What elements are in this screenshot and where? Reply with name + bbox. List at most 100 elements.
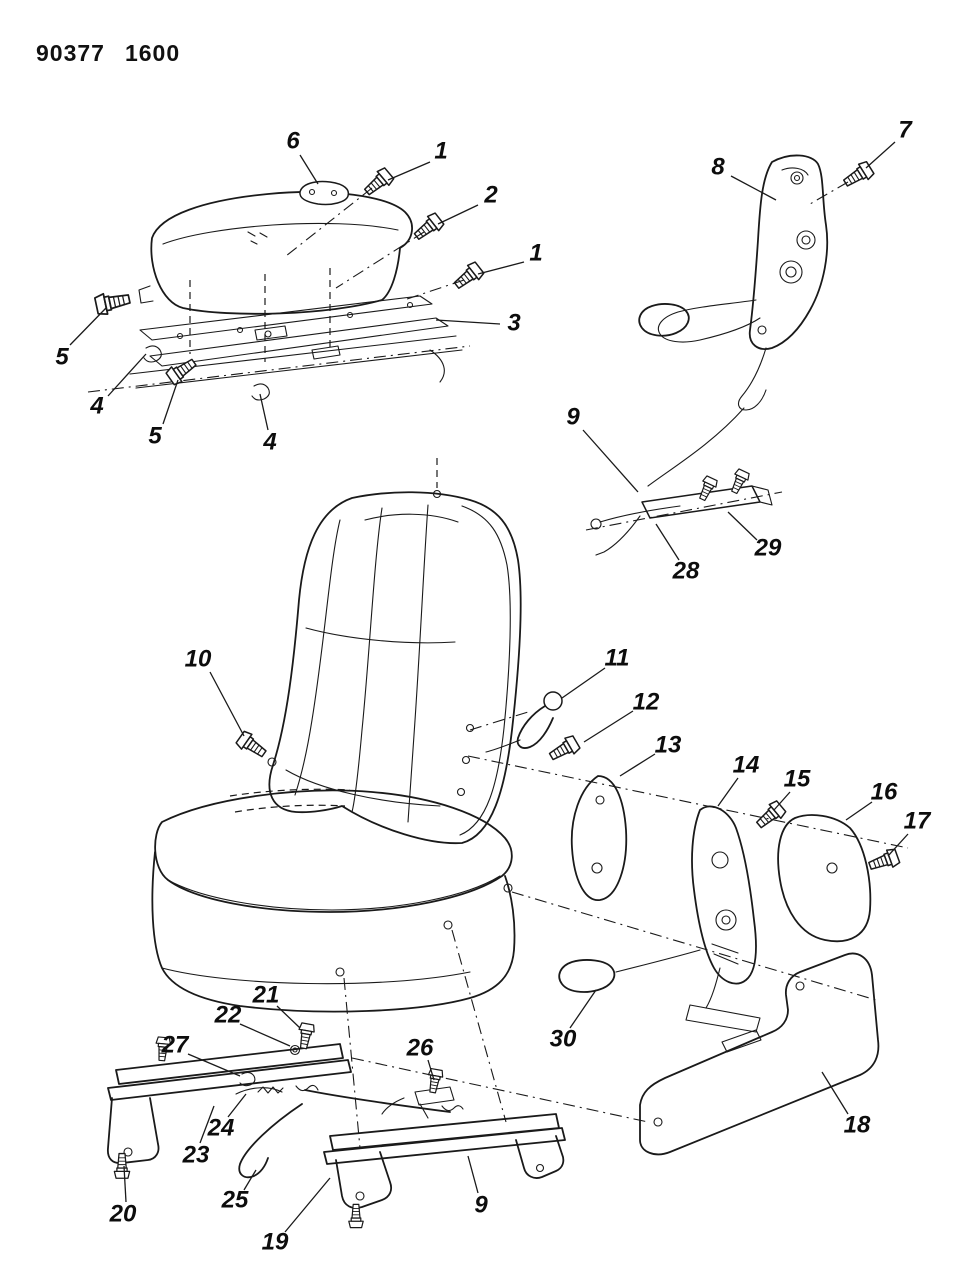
callout-18: 18 — [844, 1111, 871, 1138]
diagram-code: 90377 — [36, 40, 105, 66]
callout-leader-15 — [773, 791, 791, 811]
callout-leader-17 — [887, 833, 909, 857]
callout-leader-12 — [583, 710, 634, 743]
callout-leader-27 — [187, 1053, 241, 1077]
callout-leader-20 — [123, 1165, 127, 1203]
handle-knob — [543, 691, 563, 711]
callout-30: 30 — [550, 1025, 577, 1052]
callout-24: 24 — [207, 1114, 235, 1141]
recliner-mechanism — [638, 154, 876, 487]
callout-1: 1 — [529, 239, 542, 266]
callout-leader-10 — [209, 671, 245, 737]
callout-27: 27 — [161, 1031, 190, 1058]
callout-leader-26 — [427, 1059, 435, 1081]
callout-13: 13 — [655, 731, 682, 758]
seat-track-front — [323, 1067, 566, 1229]
screw-icon — [360, 165, 396, 200]
seat-cushion — [151, 788, 516, 1013]
clip-icon — [251, 383, 270, 401]
track-latch — [414, 1086, 455, 1106]
callout-3: 3 — [507, 309, 521, 336]
screw-icon — [752, 798, 788, 833]
alignment-centerlines — [343, 755, 909, 1149]
callout-26: 26 — [406, 1034, 434, 1061]
callout-leader-9 — [582, 429, 639, 493]
callout-leader-13 — [619, 753, 656, 777]
callout-2: 2 — [483, 181, 498, 208]
callout-19: 19 — [262, 1228, 289, 1255]
callout-20: 20 — [109, 1200, 137, 1227]
callout-leader-1 — [477, 261, 525, 275]
armrest-pad — [558, 959, 616, 993]
callout-leader-29 — [727, 511, 758, 541]
callout-15: 15 — [784, 765, 811, 792]
callout-6: 6 — [286, 127, 300, 154]
callout-leader-19 — [284, 1177, 331, 1233]
callout-1: 1 — [434, 137, 447, 164]
callout-5: 5 — [148, 422, 162, 449]
callout-leader-16 — [845, 801, 873, 821]
callout-leader-8 — [730, 175, 777, 201]
callout-9: 9 — [566, 403, 580, 430]
release-cable — [647, 407, 745, 487]
armrest-pad — [638, 303, 690, 337]
callout-7: 7 — [898, 116, 913, 143]
callout-leader-30 — [569, 989, 597, 1029]
callout-12: 12 — [633, 688, 660, 715]
callout-21: 21 — [252, 981, 280, 1008]
callout-17: 17 — [904, 807, 932, 834]
callout-4: 4 — [262, 428, 276, 455]
screw-icon — [546, 733, 582, 766]
cushion-adjuster-assembly — [87, 165, 486, 1071]
callout-leader-3 — [435, 319, 501, 325]
recliner-handle-and-shields — [485, 691, 902, 1156]
callout-28: 28 — [672, 557, 700, 584]
callout-4: 4 — [89, 392, 103, 419]
callout-leader-5 — [162, 379, 179, 425]
callout-leader-2 — [437, 204, 479, 225]
outer-shield-small — [777, 814, 872, 943]
callout-leader-21 — [276, 1005, 301, 1029]
callout-leader-5 — [69, 307, 107, 346]
seat-track-rear — [107, 1021, 352, 1179]
callout-leader-9 — [467, 1155, 479, 1194]
callout-leader-14 — [717, 777, 739, 807]
callout-leader-24 — [227, 1093, 247, 1118]
side-shield-large — [639, 952, 880, 1156]
callout-8: 8 — [711, 153, 725, 180]
callout-leader-25 — [243, 1169, 257, 1191]
callout-leader-1 — [387, 161, 431, 181]
diagram-sheet: 1600 — [124, 40, 181, 66]
screw-icon — [234, 728, 270, 762]
callout-25: 25 — [221, 1186, 249, 1213]
recliner-handle — [516, 705, 554, 749]
callout-14: 14 — [733, 751, 760, 778]
latch-rod — [599, 505, 681, 523]
track-tie-rod — [295, 1084, 464, 1113]
callout-leader-4 — [107, 353, 147, 397]
screw-icon — [113, 1152, 131, 1179]
callout-leader-11 — [561, 667, 606, 699]
adjuster-handle — [238, 1103, 303, 1179]
callout-leader-23 — [199, 1105, 215, 1144]
callout-16: 16 — [871, 778, 898, 805]
screw-icon — [93, 287, 133, 317]
screw-icon — [866, 846, 902, 876]
callout-leader-4 — [259, 393, 269, 431]
recliner-riser — [691, 805, 757, 985]
screw-icon — [450, 259, 486, 294]
latch-assembly — [585, 467, 783, 556]
seat-back — [234, 458, 529, 845]
washer — [289, 1044, 301, 1056]
callout-9: 9 — [474, 1191, 488, 1218]
inner-bracket-plate — [570, 775, 628, 901]
clip-icon — [239, 1071, 256, 1087]
callout-leader-6 — [299, 154, 319, 185]
callout-leader-7 — [865, 141, 896, 169]
callout-22: 22 — [214, 1001, 242, 1028]
callout-23: 23 — [182, 1141, 210, 1168]
screw-icon — [410, 210, 446, 245]
